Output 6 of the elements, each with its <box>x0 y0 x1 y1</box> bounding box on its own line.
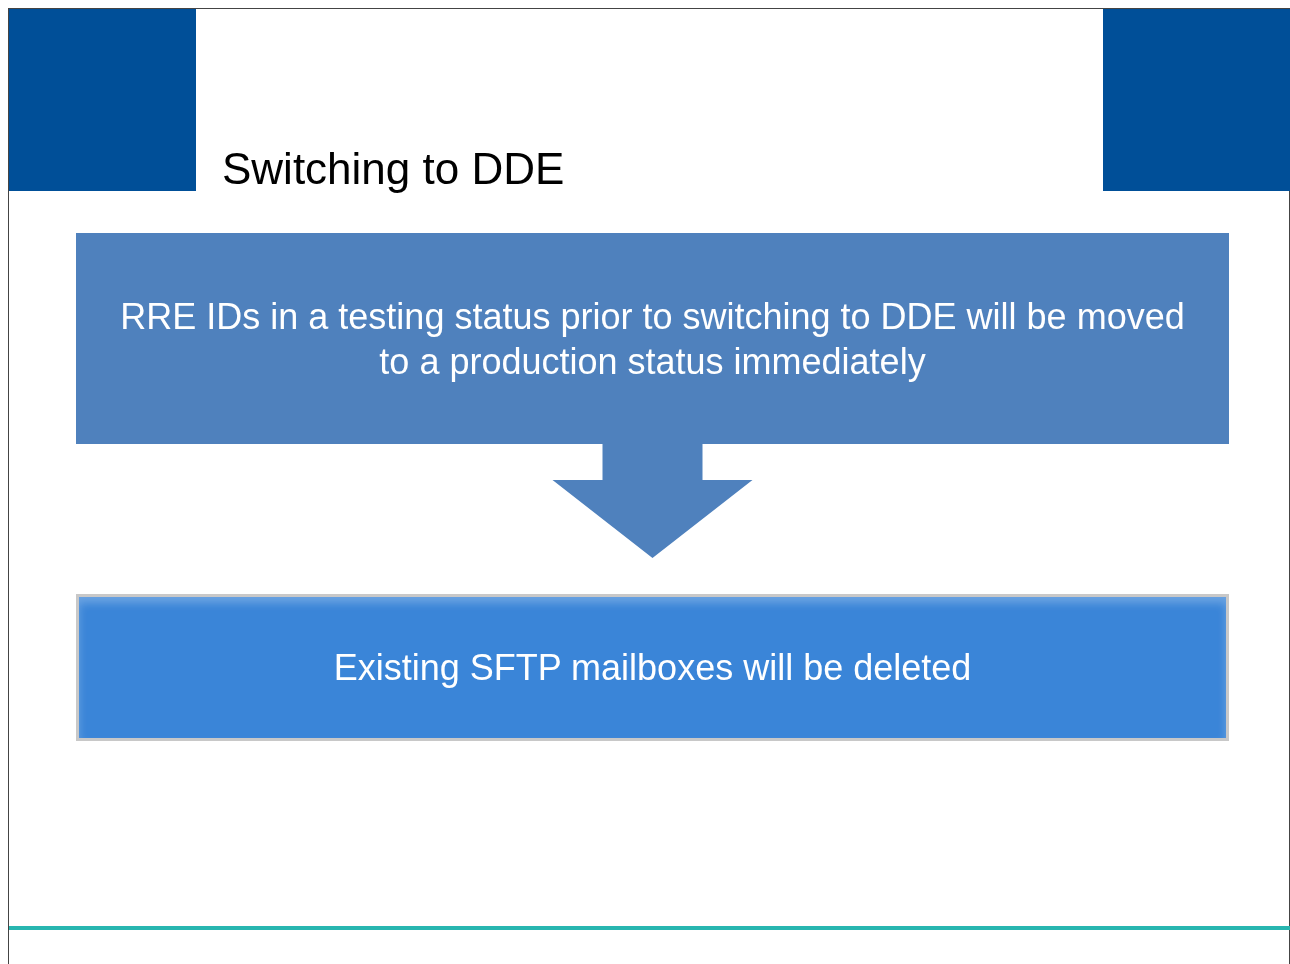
process-box <box>76 233 1229 444</box>
box-text: Existing SFTP mailboxes will be deleted <box>333 646 972 690</box>
block-arrow <box>552 444 753 558</box>
slide-title: Switching to DDE <box>222 144 565 194</box>
result-box <box>76 594 1229 741</box>
box-text: RRE IDs in a testing status prior to switching to DDE will be moved to a production status immediately <box>119 294 1186 384</box>
